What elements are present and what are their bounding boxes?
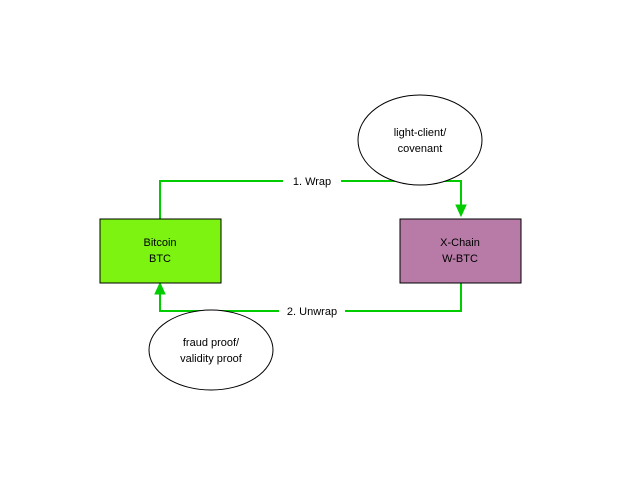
edge-unwrap-label: 2. Unwrap [287,306,337,318]
node-light-client-shape[interactable] [357,94,483,186]
edge-wrap-label: 1. Wrap [293,176,331,188]
edge-wrap: 1. Wrap [159,173,467,219]
edge-wrap-arrowhead [455,204,467,218]
node-bitcoin-label-line2: BTC [149,253,171,265]
node-xchain[interactable]: X-Chain W-BTC [399,218,522,284]
node-xchain-shape[interactable] [399,218,522,284]
node-light-client-label-line1: light-client/ [394,127,448,139]
node-fraud-proof-label-line1: fraud proof/ [183,337,240,349]
edge-unwrap: 2. Unwrap [154,281,462,319]
node-fraud-proof[interactable]: fraud proof/ validity proof [148,309,274,391]
node-fraud-proof-shape[interactable] [148,309,274,391]
node-fraud-proof-label-line2: validity proof [180,353,243,365]
edge-unwrap-arrowhead [154,281,166,295]
node-bitcoin-label-line1: Bitcoin [143,237,176,249]
node-light-client[interactable]: light-client/ covenant [357,94,483,186]
node-xchain-label-line1: X-Chain [440,237,480,249]
edge-unwrap-label-bg [279,303,345,319]
node-light-client-label-line2: covenant [398,143,443,155]
node-bitcoin[interactable]: Bitcoin BTC [99,218,222,284]
edge-wrap-label-bg [283,173,341,189]
node-bitcoin-shape[interactable] [99,218,222,284]
node-xchain-label-line2: W-BTC [442,253,478,265]
